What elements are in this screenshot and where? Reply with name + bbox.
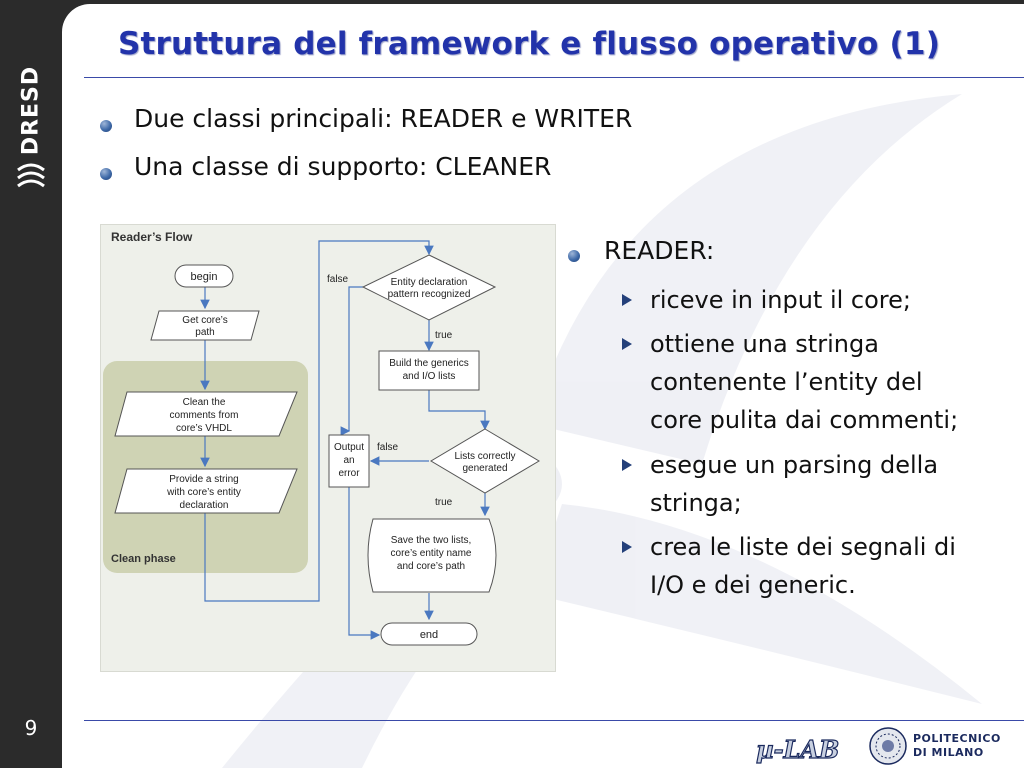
entity-decision-node (361, 254, 497, 321)
label-true-1: true (435, 330, 453, 341)
sub-bullet-arrow-icon (622, 338, 632, 350)
bullet-dot-icon (100, 168, 112, 180)
get-path-label-1: Get core’s (182, 315, 227, 326)
bullet-text-1: Due classi principali: READER e WRITER (134, 104, 633, 133)
title-divider (84, 77, 1024, 78)
output-error-label-1: Output (334, 442, 364, 453)
save-lists-label-2: core’s entity name (391, 548, 472, 559)
page-number: 9 (24, 716, 38, 740)
sidebar-band: DRESD 9 (0, 0, 62, 768)
output-error-label-3: error (338, 468, 360, 479)
sub-bullet-arrow-icon (622, 541, 632, 553)
mu-lab-logo-text: µ-LAB (756, 735, 839, 764)
provide-string-label-1: Provide a string (169, 474, 238, 485)
lists-decision-label-1: Lists correctly (454, 451, 515, 462)
output-error-label-2: an (343, 455, 354, 466)
polimi-seal-icon (869, 727, 907, 765)
bullet-dot-icon (568, 250, 580, 262)
get-path-node (150, 310, 260, 341)
reader-item-3: esegue un parsing della stringa; (650, 446, 938, 522)
provide-string-label-3: declaration (180, 500, 229, 511)
polimi-line-2: DI MILANO (913, 746, 984, 759)
output-error-node (328, 434, 370, 488)
footer-divider (84, 720, 1024, 721)
reader-item-1: riceve in input il core; (650, 281, 911, 319)
build-lists-label-1: Build the generics (389, 358, 469, 369)
get-path-label-2: path (195, 327, 214, 338)
clean-comments-node (114, 391, 298, 437)
slide-title: Struttura del framework e flusso operati… (118, 26, 941, 62)
flowchart-canvas: Reader’s Flow Clean phase begin (103, 230, 540, 646)
polimi-wordmark: POLITECNICO DI MILANO (913, 732, 1001, 760)
reader-item-4: crea le liste dei segnali di I/O e dei g… (650, 528, 956, 604)
slide-panel: Struttura del framework e flusso operati… (62, 4, 1024, 768)
entity-decision-label-2: pattern recognized (388, 289, 471, 300)
sub-bullet-arrow-icon (622, 459, 632, 471)
dresd-logo: DRESD (14, 40, 48, 200)
reader-item-3-line-1: esegue un parsing della (650, 451, 939, 479)
save-lists-label-3: and core’s path (397, 561, 465, 572)
dresd-swirl-icon (17, 163, 45, 188)
begin-label: begin (191, 271, 218, 283)
provide-string-label-2: with core’s entity (166, 487, 241, 498)
entity-decision-label-1: Entity declaration (391, 277, 468, 288)
reader-item-2: ottiene una stringa contenente l’entity … (650, 325, 958, 439)
reader-item-2-line-2: contenente l’entity del (650, 368, 923, 396)
clean-comments-label-2: comments from (170, 410, 239, 421)
reader-item-1-line-1: riceve in input il core; (650, 286, 911, 314)
reader-item-4-line-1: crea le liste dei segnali di (650, 533, 956, 561)
reader-item-3-line-2: stringa; (650, 489, 742, 517)
flowchart-title: Reader’s Flow (111, 230, 193, 244)
reader-item-4-line-2: I/O e dei generic. (650, 571, 856, 599)
clean-comments-label-1: Clean the (183, 397, 226, 408)
label-false-1: false (327, 274, 349, 285)
readers-flow-diagram: Reader’s Flow Clean phase begin (100, 224, 556, 672)
save-lists-node (367, 518, 497, 593)
polimi-line-1: POLITECNICO (913, 732, 1001, 745)
end-node (380, 622, 478, 646)
reader-item-2-line-3: core pulita dai commenti; (650, 406, 959, 434)
save-lists-label-1: Save the two lists, (391, 535, 472, 546)
build-lists-node (378, 350, 480, 391)
clean-phase-label: Clean phase (111, 553, 176, 565)
reader-item-2-line-1: ottiene una stringa (650, 330, 879, 358)
label-true-2: true (435, 497, 453, 508)
sub-bullet-arrow-icon (622, 294, 632, 306)
begin-node (174, 264, 234, 288)
bullet-dot-icon (100, 120, 112, 132)
reader-heading: READER: (604, 236, 715, 265)
provide-string-node (114, 468, 298, 514)
clean-comments-label-3: core’s VHDL (176, 423, 232, 434)
build-lists-label-2: and I/O lists (403, 371, 456, 382)
lists-decision-node (430, 428, 540, 494)
bullet-text-2: Una classe di supporto: CLEANER (134, 152, 552, 181)
brand-text: DRESD (18, 65, 44, 156)
label-false-2: false (377, 442, 399, 453)
lists-decision-label-2: generated (462, 463, 507, 474)
mu-lab-logo: µ-LAB (755, 734, 840, 764)
end-label: end (420, 629, 438, 641)
